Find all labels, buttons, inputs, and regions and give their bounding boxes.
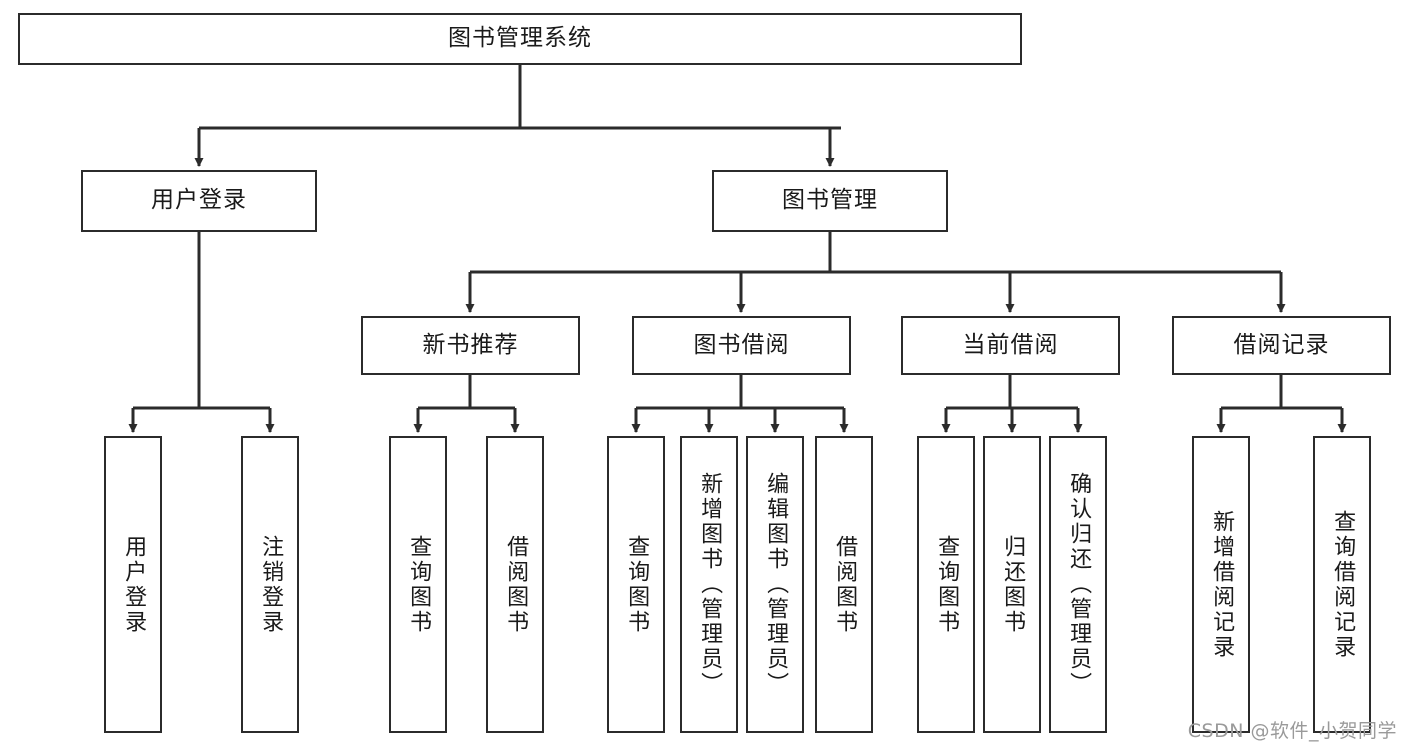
node-leaf-borrow-book-2[interactable]: 借阅图书 — [815, 436, 873, 733]
node-leaf-add-record-label: 新增借阅记录 — [1209, 509, 1235, 660]
node-leaf-logout-login[interactable]: 注销登录 — [241, 436, 299, 733]
node-user-login[interactable]: 用户登录 — [81, 170, 317, 232]
node-book-manage[interactable]: 图书管理 — [712, 170, 948, 232]
node-leaf-logout-login-label: 注销登录 — [258, 534, 284, 635]
node-leaf-return-book[interactable]: 归还图书 — [983, 436, 1041, 733]
node-leaf-return-book-label: 归还图书 — [1000, 534, 1026, 635]
node-leaf-query-book-2[interactable]: 查询图书 — [607, 436, 665, 733]
node-leaf-query-record-label: 查询借阅记录 — [1330, 509, 1356, 660]
node-root-label: 图书管理系统 — [448, 25, 592, 52]
node-leaf-edit-book[interactable]: 编辑图书（管理员） — [746, 436, 804, 733]
watermark-text: CSDN @软件_小贺同学 — [1187, 720, 1397, 742]
node-book-borrow-label: 图书借阅 — [693, 331, 790, 358]
node-leaf-confirm-return-label: 确认归还（管理员） — [1066, 472, 1092, 697]
node-leaf-query-book-1-label: 查询图书 — [406, 534, 432, 635]
node-new-book-recommend-label: 新书推荐 — [422, 331, 519, 358]
node-leaf-add-book[interactable]: 新增图书（管理员） — [680, 436, 738, 733]
node-leaf-edit-book-label: 编辑图书（管理员） — [763, 472, 789, 697]
node-leaf-query-book-1[interactable]: 查询图书 — [389, 436, 447, 733]
node-current-borrow[interactable]: 当前借阅 — [901, 316, 1120, 375]
node-user-login-label: 用户登录 — [151, 187, 247, 214]
node-leaf-user-login-label: 用户登录 — [121, 534, 147, 635]
node-leaf-query-record[interactable]: 查询借阅记录 — [1313, 436, 1371, 733]
node-borrow-record-label: 借阅记录 — [1233, 331, 1330, 358]
node-borrow-record[interactable]: 借阅记录 — [1172, 316, 1391, 375]
node-leaf-add-book-label: 新增图书（管理员） — [697, 472, 723, 697]
node-leaf-query-book-3-label: 查询图书 — [934, 534, 960, 635]
node-leaf-borrow-book-1-label: 借阅图书 — [503, 534, 529, 635]
node-leaf-add-record[interactable]: 新增借阅记录 — [1192, 436, 1250, 733]
node-leaf-borrow-book-1[interactable]: 借阅图书 — [486, 436, 544, 733]
node-leaf-borrow-book-2-label: 借阅图书 — [832, 534, 858, 635]
node-leaf-confirm-return[interactable]: 确认归还（管理员） — [1049, 436, 1107, 733]
node-book-borrow[interactable]: 图书借阅 — [632, 316, 851, 375]
node-leaf-query-book-3[interactable]: 查询图书 — [917, 436, 975, 733]
node-leaf-user-login[interactable]: 用户登录 — [104, 436, 162, 733]
node-book-manage-label: 图书管理 — [782, 187, 878, 214]
node-leaf-query-book-2-label: 查询图书 — [624, 534, 650, 635]
node-new-book-recommend[interactable]: 新书推荐 — [361, 316, 580, 375]
node-root[interactable]: 图书管理系统 — [18, 13, 1022, 65]
node-current-borrow-label: 当前借阅 — [962, 331, 1059, 358]
